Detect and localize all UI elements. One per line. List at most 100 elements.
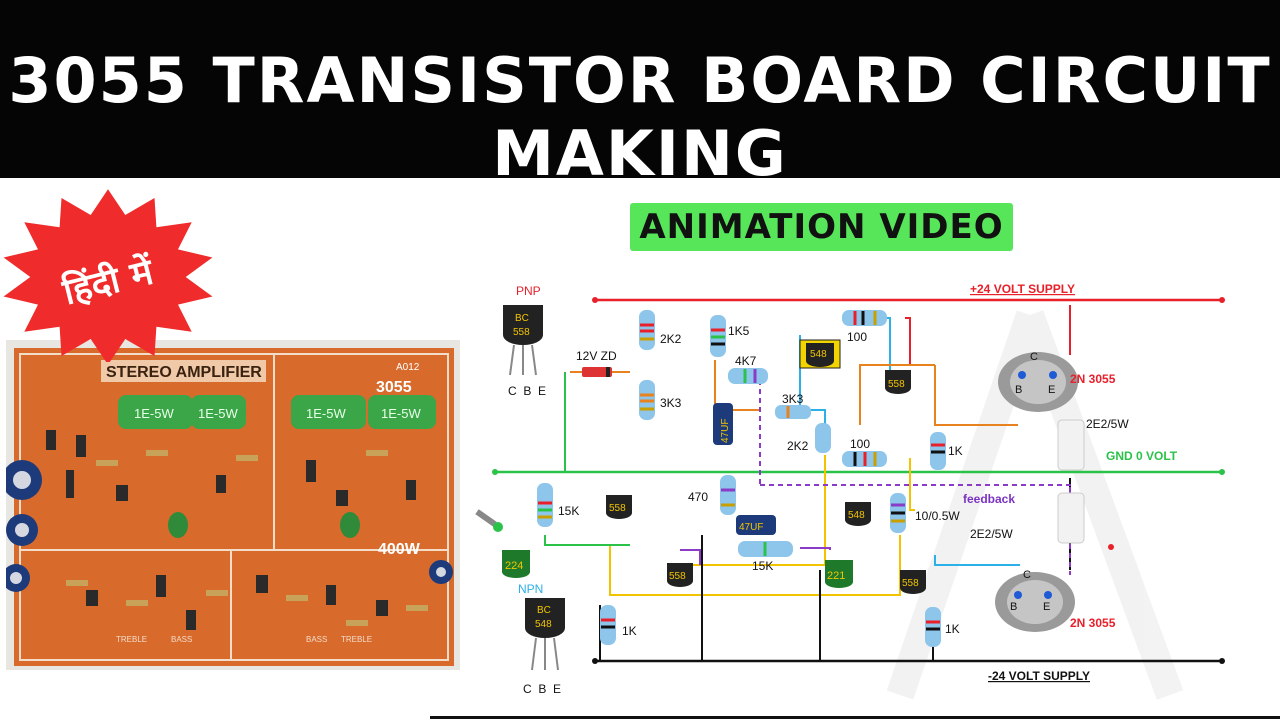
label-100-a: 100 (847, 330, 867, 344)
feedback-wire (760, 484, 1071, 575)
top-c-pin: C (1030, 351, 1038, 363)
zener-diode (582, 367, 612, 377)
animation-badge-label: ANIMATION VIDEO (639, 207, 1004, 247)
wire-blue-bottom (934, 555, 1020, 566)
transistor-221-label: 221 (827, 570, 845, 582)
cursor-dot (1108, 544, 1114, 550)
pcb-board-label: STEREO AMPLIFIER (106, 364, 262, 381)
pcb-model-label: 3055 (376, 379, 412, 396)
label-470: 470 (688, 490, 708, 504)
npn-label: NPN (518, 582, 543, 596)
bottom-c-pin: C (1023, 569, 1031, 581)
feedback-label: feedback (963, 492, 1015, 506)
resistor-3k3-b (775, 405, 811, 419)
pcb-power-label: 400W (378, 541, 421, 558)
power-resistor-2e2-b (1057, 492, 1085, 544)
capacitor-47uf-b (736, 515, 776, 535)
pnp-label: PNP (516, 284, 541, 298)
power-resistor-2e2-a (1057, 419, 1085, 471)
transistor-558-low-label: 558 (669, 571, 686, 582)
hindi-starburst-badge: हिंदी में (3, 189, 213, 362)
knob-label-2: BASS (171, 635, 192, 644)
wire-input-gnd (544, 535, 630, 546)
pcb-board-photo: STEREO AMPLIFIER 3055 400W A012 1E-5W 1E… (6, 340, 460, 670)
wire-558-top (905, 317, 911, 365)
small-components (46, 430, 416, 630)
bottom-e-pin: E (1043, 601, 1050, 613)
capacitor-47uf-a (713, 403, 733, 445)
wire-yellow-bottom (609, 535, 901, 596)
wire-1k-right (934, 365, 1018, 426)
label-4k7: 4K7 (735, 354, 757, 368)
transistor-224-label: 224 (505, 560, 523, 572)
resistor-1k-c (925, 607, 941, 647)
pnp-transistor-icon (503, 305, 543, 345)
knob-label-1: TREBLE (116, 635, 147, 644)
transistor-558-mid-label: 558 (609, 503, 626, 514)
ground-rail-label: GND 0 VOLT (1106, 449, 1178, 463)
label-2e2-a: 2E2/5W (1086, 417, 1129, 431)
resistor-470 (720, 475, 736, 515)
knob-label-3: TREBLE (341, 635, 372, 644)
transistor-548-mid-label: 548 (848, 510, 865, 521)
wire-purple-b (800, 547, 831, 550)
resistor-15k-a (537, 483, 553, 527)
positive-rail-label: +24 VOLT SUPPLY (970, 282, 1075, 296)
label-1k-a: 1K (622, 624, 637, 638)
label-3k3-b: 3K3 (782, 392, 804, 406)
transistor-558-right-label: 558 (902, 578, 919, 589)
resistor-4k7 (728, 368, 768, 384)
wire-purple-a (680, 549, 701, 565)
power-transistor-bottom-label: 2N 3055 (1070, 616, 1116, 630)
capacitors (6, 460, 453, 592)
pnp-code: BC (515, 313, 529, 324)
label-2k2: 2K2 (660, 332, 682, 346)
resistor-bands (538, 311, 945, 631)
bottom-b-pin: B (1010, 601, 1017, 613)
label-100-b: 100 (850, 437, 870, 451)
pcb-board-code: A012 (396, 362, 420, 373)
resistor-2k2-b (815, 423, 831, 453)
label-3k3: 3K3 (660, 396, 682, 410)
capacitor-47uf-b-label: 47UF (739, 522, 763, 533)
negative-rail-label: -24 VOLT SUPPLY (988, 669, 1090, 683)
label-2e2-b: 2E2/5W (970, 527, 1013, 541)
label-10ohm: 10/0.5W (915, 509, 960, 523)
starburst-shape (3, 189, 213, 362)
video-title: 3055 TRANSISTOR BOARD CIRCUIT MAKING (8, 44, 1272, 190)
resistor-label-1: 1E-5W (134, 406, 174, 421)
top-e-pin: E (1048, 384, 1055, 396)
pnp-num: 558 (513, 327, 530, 338)
animation-badge: ANIMATION VIDEO (630, 203, 1013, 251)
resistor-1k-a (600, 605, 616, 645)
small-transistors: 548 558 558 558 548 558 224 221 (502, 339, 926, 594)
label-2k2-b: 2K2 (787, 439, 809, 453)
knob-labels: TREBLE BASS TREBLE BASS (116, 635, 372, 644)
label-15k-b: 15K (752, 559, 773, 573)
capacitor-47uf-a-label: 47UF (720, 419, 731, 443)
power-transistor-bottom: C B E (995, 569, 1075, 632)
wire-100 (880, 317, 891, 375)
npn-code: BC (537, 605, 551, 616)
power-transistor-top: C B E (998, 351, 1078, 412)
wire-558-orange (859, 364, 935, 425)
label-1k-b: 1K (948, 444, 963, 458)
top-b-pin: B (1015, 384, 1022, 396)
resistor-label-2: 1E-5W (198, 406, 238, 421)
resistor-label-4: 1E-5W (381, 406, 421, 421)
bottom-divider (430, 716, 1280, 719)
power-transistor-top-label: 2N 3055 (1070, 372, 1116, 386)
knob-label-4: BASS (306, 635, 327, 644)
npn-num: 548 (535, 619, 552, 630)
transistor-558-top-label: 558 (888, 379, 905, 390)
npn-pins: C B E (523, 682, 561, 696)
label-1k5: 1K5 (728, 324, 750, 338)
green-power-resistors: 1E-5W 1E-5W 1E-5W 1E-5W (118, 395, 436, 429)
audio-input-plug (475, 509, 503, 532)
label-15k-a: 15K (558, 504, 579, 518)
small-resistors (66, 450, 428, 626)
pnp-pins: C B E (508, 384, 546, 398)
transistor-548-top-label: 548 (810, 349, 827, 360)
wire-10ohm (909, 458, 915, 511)
resistor-label-3: 1E-5W (306, 406, 346, 421)
